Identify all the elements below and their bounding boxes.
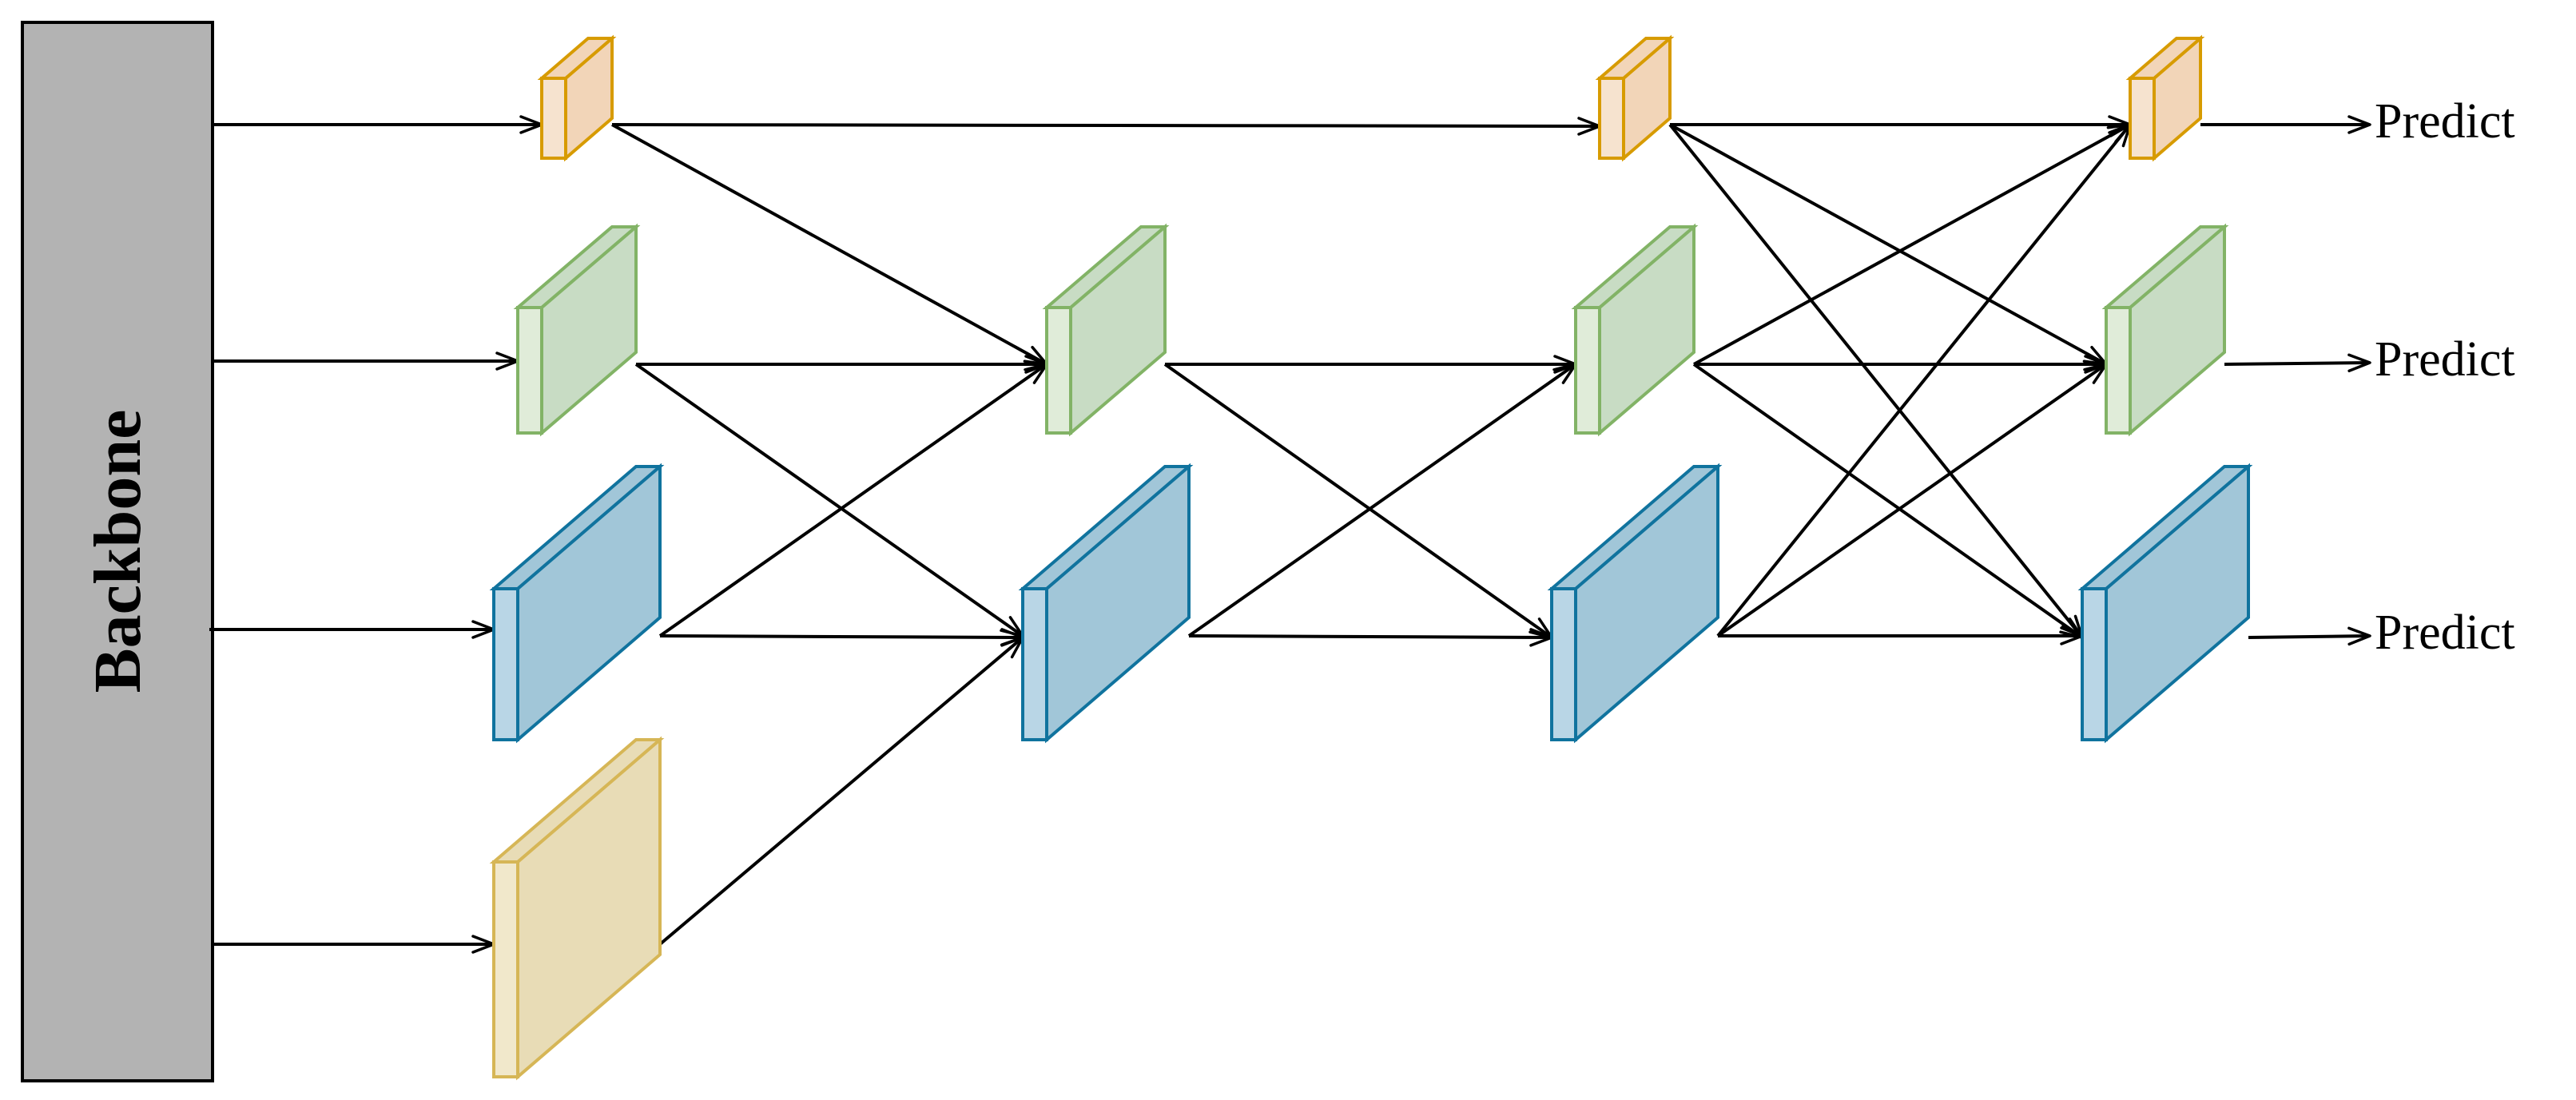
arrow-9 [658,636,1024,946]
predict-label-bottom: Predict [2375,606,2515,660]
block-p-green-4 [2101,223,2229,437]
block-p-orange-1 [537,34,617,162]
predict-label-middle: Predict [2375,332,2515,387]
arrow-25 [2224,353,2371,373]
block-p-blue-3 [1547,463,1723,744]
arrow-10 [611,117,1601,136]
backbone-block: Backbone [21,21,214,1082]
arrow-8 [659,628,1024,647]
block-p-blue-2 [1018,463,1194,744]
arrow-6 [658,363,1048,637]
arrow-7 [634,363,1024,637]
arrow-20 [1716,363,2108,637]
block-p-green-3 [1571,223,1699,437]
block-p-yellow-1 [489,736,665,1081]
arrow-18 [1669,123,2108,366]
block-p-orange-3 [1595,34,1675,162]
arrow-4 [611,123,1048,366]
backbone-label: Backbone [81,410,155,693]
block-p-blue-4 [2077,463,2253,744]
block-p-green-1 [513,223,641,437]
arrow-26 [2248,626,2371,646]
arrow-13 [1163,363,1553,639]
arrow-22 [1692,363,2084,639]
connection-arrows [209,115,2371,954]
predict-label-top: Predict [2375,94,2515,149]
arrow-14 [1188,628,1553,647]
feature-blocks [489,34,2253,1081]
block-p-orange-4 [2125,34,2205,162]
arrow-16 [1693,123,2132,366]
arrow-12 [1187,363,1577,637]
arrow-21 [1668,123,2084,639]
block-p-green-2 [1042,223,1170,437]
block-p-blue-1 [489,463,665,744]
arrow-17 [1716,123,2132,637]
